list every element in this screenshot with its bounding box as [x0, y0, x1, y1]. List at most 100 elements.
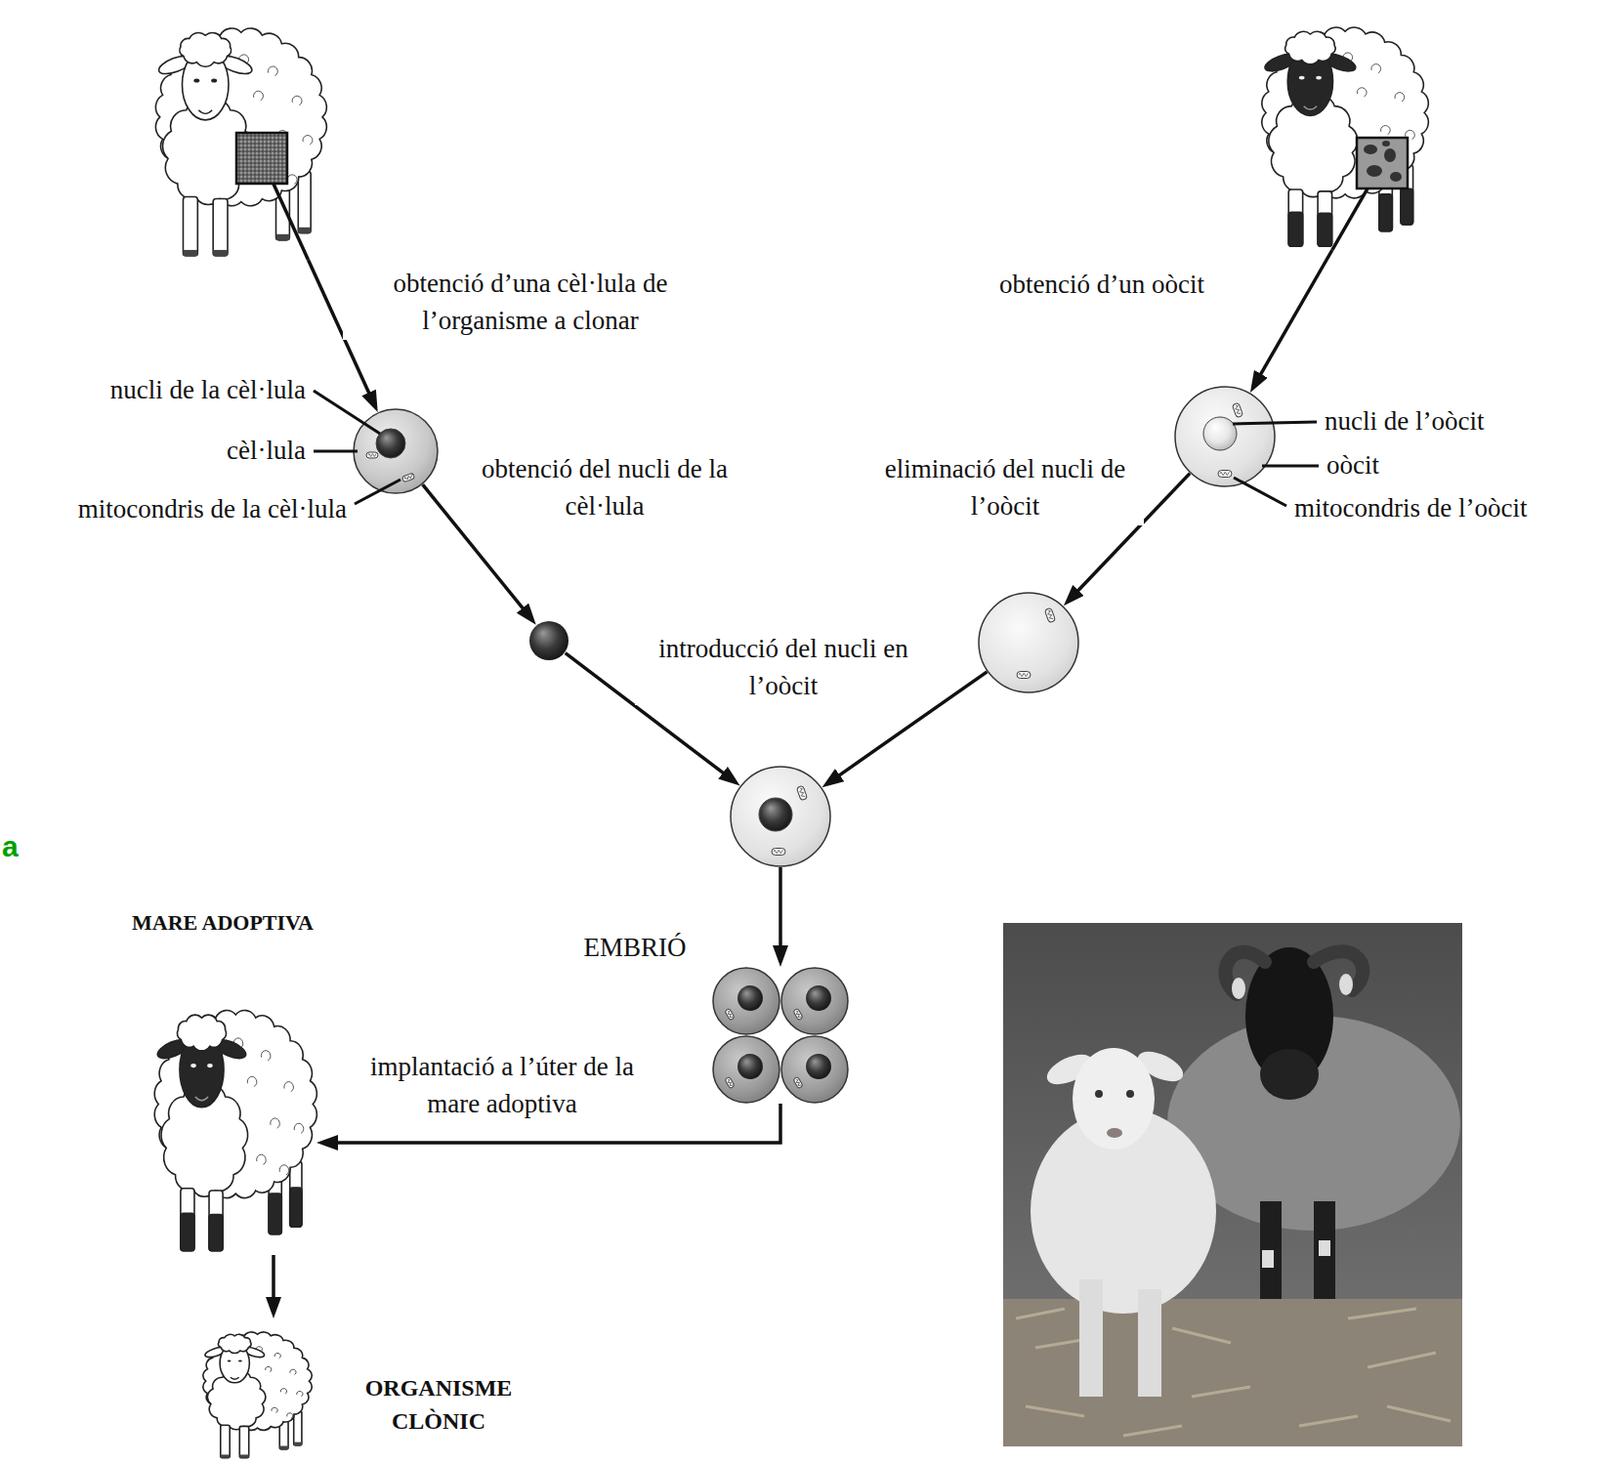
wool-curl: [265, 1366, 272, 1372]
wool-curl: [267, 66, 278, 77]
step-label: obtenció del nucli de la cèl·lula: [475, 451, 734, 526]
mitochondrion: [771, 848, 786, 856]
callout-label: oòcit: [1326, 447, 1380, 485]
process-arrow: [778, 867, 783, 960]
mitochondrion-outline: [793, 1076, 803, 1089]
ewe-muzzle: [1260, 1049, 1319, 1100]
sheep-leg-dark: [1379, 194, 1393, 232]
leader-line: [1232, 421, 1317, 424]
cell-nucleus: [758, 798, 793, 832]
blastomere: [781, 1036, 848, 1103]
node-figure: [729, 765, 832, 868]
sheep-leg-dark: [180, 1213, 195, 1251]
node-figure: [1239, 3, 1429, 251]
mitochondrion-outline: [366, 452, 379, 459]
wool-curl: [274, 1352, 281, 1358]
wool-curl: [1381, 126, 1391, 135]
mitochondrion-outline: [771, 848, 786, 856]
mitochondrion: [1218, 470, 1232, 478]
mitochondrion-outline: [796, 785, 807, 801]
leader-line: [313, 390, 380, 434]
step-label: introducció del nucli en l’oòcit: [634, 631, 932, 706]
sample-square: [1356, 137, 1408, 189]
leader-line: [1233, 477, 1287, 506]
callout-label: nucli de la cèl·lula: [110, 372, 306, 410]
mitochondrion-crista: [1047, 610, 1054, 621]
lamb-leg: [1079, 1279, 1103, 1397]
cell-nucleus: [1203, 417, 1237, 451]
node-title: EMBRIÓ: [584, 929, 687, 968]
mitochondrion-outline: [401, 472, 415, 483]
sheep-leg: [239, 1426, 249, 1458]
sheep-leg: [212, 199, 228, 256]
sample-spot: [1389, 171, 1402, 182]
sheep-node: ORGANISME CLÒNIC: [188, 1318, 312, 1461]
sheep-node: [1239, 3, 1429, 251]
sheep-eye: [227, 1359, 232, 1362]
sheep-nose: [195, 1096, 209, 1101]
sheep-body: [203, 1332, 312, 1432]
mitochondrion-crista: [1018, 673, 1028, 677]
sample-spot: [1384, 148, 1396, 163]
node-figure: [352, 408, 439, 495]
sheep-eye: [238, 1359, 243, 1362]
wool-curl: [253, 90, 264, 101]
mitochondrion-crista: [1234, 405, 1242, 416]
node-figure: [132, 984, 317, 1256]
ewe-leg: [1313, 1201, 1336, 1300]
mitochondrion: [793, 1076, 803, 1089]
mitochondrion: [793, 1008, 803, 1020]
cell-nucleus: [805, 1053, 832, 1080]
mitochondrion-crista: [773, 849, 783, 854]
node-title: MARE ADOPTIVA: [131, 908, 314, 939]
sheep-wool-cap: [1285, 31, 1337, 64]
sheep-eye: [1315, 76, 1322, 81]
sheep-leg: [209, 1190, 223, 1252]
sheep-figure: [154, 1010, 317, 1251]
node-figure: [977, 591, 1080, 694]
process-arrow: [271, 1255, 276, 1311]
wool-curl: [280, 1389, 287, 1394]
step-label: obtenció d’un oòcit: [997, 266, 1207, 304]
sheep-node: MARE ADOPTIVA: [132, 984, 317, 1256]
mitochondrion-outline: [793, 1008, 803, 1020]
mitochondrion-crista: [1220, 471, 1229, 476]
node-title: ORGANISME CLÒNIC: [326, 1372, 551, 1438]
blastomere: [713, 968, 780, 1035]
node-figure: [712, 967, 849, 1104]
mitochondrion: [1044, 607, 1055, 624]
node-figure: [188, 1318, 312, 1461]
wool-curl: [284, 1082, 294, 1093]
sheep-leg-dark: [209, 1215, 223, 1252]
mitochondrion: [796, 785, 807, 801]
embryo-node: EMBRIÓ: [712, 967, 849, 1104]
tissue-sample: [1356, 137, 1408, 189]
sheep-figure: [155, 28, 327, 256]
ewe-leg: [1260, 1201, 1282, 1300]
mitochondrion-crista: [726, 1079, 733, 1088]
sheep-body: [155, 28, 327, 207]
wool-curl: [1394, 92, 1405, 102]
wool-curl: [271, 1407, 278, 1413]
mitochondrion-crista: [368, 454, 377, 458]
sheep-eye: [190, 1063, 197, 1068]
sheep-leg-dark: [290, 1187, 302, 1227]
mitochondrion-crista: [795, 1079, 801, 1088]
mitochondrion: [724, 1076, 735, 1089]
ear-tag: [1339, 973, 1353, 996]
ear-tag: [1231, 977, 1246, 1000]
wool-curl: [287, 1413, 294, 1419]
sheep-figure: [1262, 27, 1430, 247]
isolated-nucleus: [529, 621, 569, 661]
sheep-leg: [1317, 191, 1332, 247]
sheep-eye: [207, 1063, 213, 1068]
lamb-leg: [1137, 1289, 1162, 1397]
sample-spot: [1363, 144, 1378, 155]
cell-node: [977, 591, 1080, 694]
ewe-leg-mark: [1262, 1250, 1274, 1268]
sheep-nose: [230, 1377, 240, 1380]
lamb-nose: [1106, 1128, 1123, 1138]
sheep-eye: [193, 79, 200, 84]
cell-nucleus: [737, 1053, 763, 1080]
